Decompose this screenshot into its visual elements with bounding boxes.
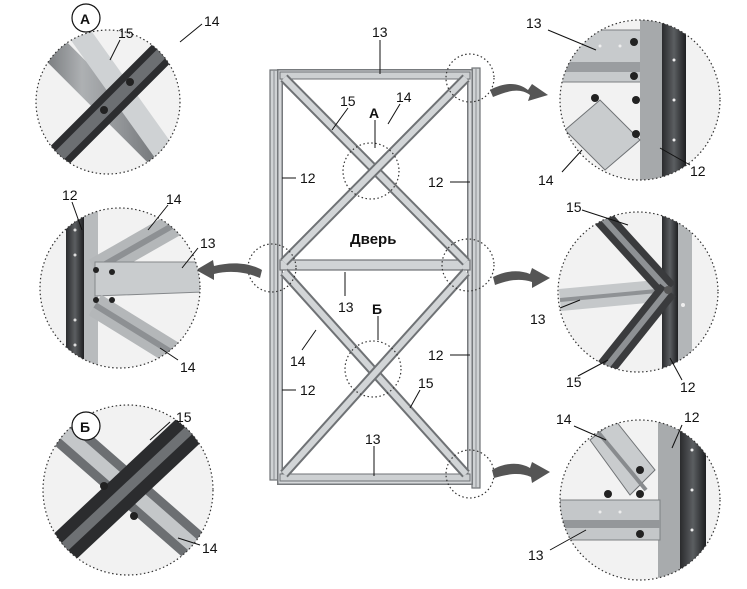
label-r2-15-top: 15 <box>566 199 582 215</box>
label-r1-13: 13 <box>526 15 542 31</box>
label-12-left-lower: 12 <box>300 382 316 398</box>
label-a-14: 14 <box>204 13 220 29</box>
label-r3-13: 13 <box>528 547 544 563</box>
label-13-top: 13 <box>372 24 388 40</box>
label-13-bottom: 13 <box>365 431 381 447</box>
label-left-14-bottom: 14 <box>180 359 196 375</box>
detail-circle-a <box>35 29 181 175</box>
label-r2-13: 13 <box>530 311 546 327</box>
detail-circle-top-right <box>559 19 721 181</box>
label-door: Дверь <box>350 231 396 248</box>
label-r2-15-bottom: 15 <box>566 374 582 390</box>
label-left-14-top: 14 <box>166 191 182 207</box>
label-detail-b: Б <box>80 419 90 435</box>
pointer-arrows <box>196 84 550 483</box>
label-b-14: 14 <box>202 540 218 556</box>
label-left-12: 12 <box>62 187 78 203</box>
detail-circle-left <box>39 207 201 369</box>
label-r1-12: 12 <box>690 163 706 179</box>
detail-circle-bottom-right <box>559 419 721 581</box>
label-r3-14: 14 <box>556 411 572 427</box>
leader-lines <box>71 23 691 551</box>
label-14-upper: 14 <box>396 89 412 105</box>
detail-circle-b <box>42 404 214 576</box>
label-r1-14: 14 <box>538 172 554 188</box>
detail-circle-middle-right <box>557 211 719 373</box>
label-15-lower: 15 <box>418 375 434 391</box>
door-frame <box>269 67 481 489</box>
label-node-a: А <box>369 105 379 121</box>
label-12-right-lower: 12 <box>428 347 444 363</box>
label-r2-12: 12 <box>680 379 696 395</box>
label-b-15: 15 <box>176 409 192 425</box>
label-12-right-upper: 12 <box>428 174 444 190</box>
label-12-left-upper: 12 <box>300 170 316 186</box>
label-node-b: Б <box>372 301 382 317</box>
label-14-lower: 14 <box>290 353 306 369</box>
label-13-middle: 13 <box>338 299 354 315</box>
label-detail-a: А <box>80 11 90 27</box>
label-left-13: 13 <box>200 235 216 251</box>
label-a-15: 15 <box>118 25 134 41</box>
label-r3-12: 12 <box>684 409 700 425</box>
part-labels: 13 15 14 А 12 12 Дверь 13 Б 14 12 12 15 … <box>62 3 706 563</box>
label-15-upper: 15 <box>340 93 356 109</box>
